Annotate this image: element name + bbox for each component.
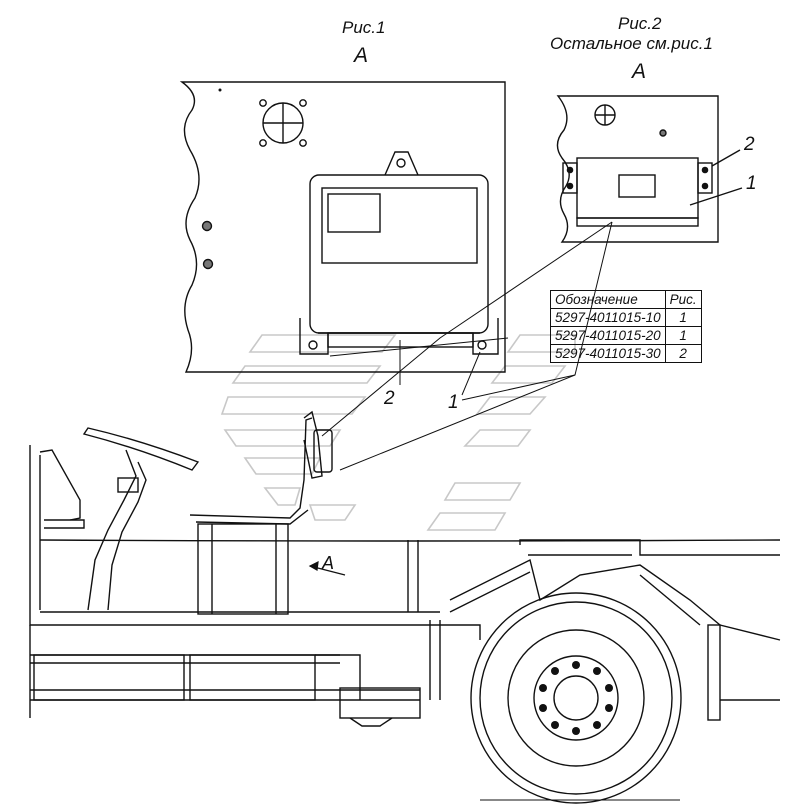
ecu-unit-fig1 <box>299 151 499 355</box>
figure-cell: 2 <box>664 344 702 363</box>
column-header-figure: Рис. <box>664 290 702 309</box>
fig2-title: Рис.2 <box>618 14 662 33</box>
designation-cell: 5297-4011015-30 <box>550 344 666 363</box>
table-row: 5297-4011015-30 2 <box>550 344 702 363</box>
designation-cell: 5297-4011015-10 <box>550 308 666 327</box>
fig1-view-letter: А <box>354 44 369 67</box>
specification-table: Обозначение Рис. 5297-4011015-10 1 5297-… <box>550 290 702 363</box>
ecu-unit-fig2 <box>562 157 713 227</box>
fig2-callout-2: 2 <box>744 134 755 155</box>
table-row: 5297-4011015-10 1 <box>550 308 702 327</box>
designation-cell: 5297-4011015-20 <box>550 326 666 345</box>
fig1-callout-1: 1 <box>448 392 459 413</box>
leader-lines <box>321 221 613 471</box>
fig2-view-letter: А <box>632 60 647 83</box>
rear-wheel <box>470 592 682 804</box>
steering-wheel <box>82 427 200 611</box>
fig2-callout-1: 1 <box>746 173 757 194</box>
watermark-logo <box>220 334 576 531</box>
figure-cell: 1 <box>664 308 702 327</box>
fig2-detail-view <box>556 95 743 243</box>
truck-chassis <box>29 410 781 804</box>
column-header-designation: Обозначение <box>550 290 666 309</box>
fig1-callout-2: 2 <box>384 388 395 409</box>
view-arrow <box>308 560 346 576</box>
table-row: 5297-4011015-20 1 <box>550 326 702 345</box>
fig2-subtitle: Остальное см.рис.1 <box>550 34 713 53</box>
fig1-title: Рис.1 <box>342 18 386 37</box>
figure-cell: 1 <box>664 326 702 345</box>
fig1-detail-view <box>179 81 506 373</box>
seat <box>189 410 333 615</box>
table-header-row: Обозначение Рис. <box>550 290 702 309</box>
view-arrow-label: А <box>322 553 335 573</box>
